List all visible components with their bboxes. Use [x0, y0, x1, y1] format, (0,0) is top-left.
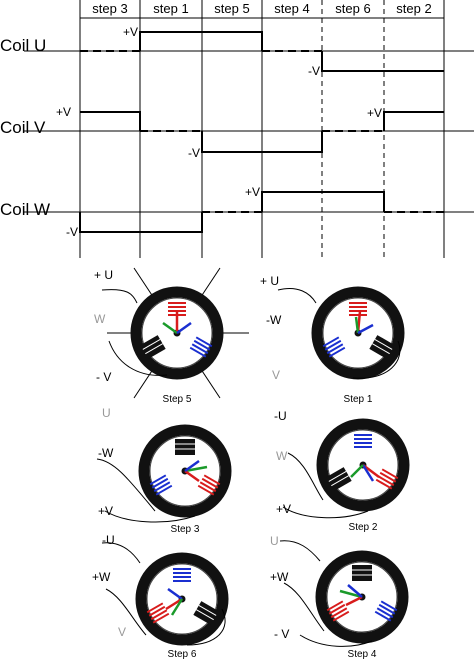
motor-step5-label-b: W — [94, 312, 106, 326]
coil-u-waveform — [80, 31, 444, 72]
motor-step6 — [101, 542, 225, 645]
coil-w-label: Coil W — [0, 200, 50, 219]
motor-step1-label-b: -W — [266, 313, 282, 327]
motor-step5 — [101, 267, 249, 399]
motor-step4 — [279, 540, 403, 647]
motor-step1 — [277, 288, 400, 378]
motor-step1-label-a: + U — [260, 274, 279, 288]
motor-step4-label-c: - V — [274, 627, 289, 641]
coil-v-label: Coil V — [0, 118, 46, 137]
coil-w-waveform — [79, 191, 444, 233]
motor-step4-label-b: +W — [270, 570, 289, 584]
coil-v-pos-level-2: +V — [367, 106, 382, 120]
coil-u-pos-level: +V — [123, 25, 138, 39]
motor-step6-label-c: V — [118, 625, 126, 639]
motor-step3-label-a: U — [102, 406, 111, 420]
step-header: step 3 — [92, 1, 127, 16]
motor-step5-caption: Step 5 — [163, 394, 192, 405]
motor-step4-label-a: U — [270, 534, 279, 548]
motor-step3-label-b: -W — [98, 446, 114, 460]
motor-step2-label-a: -U — [274, 409, 287, 423]
step-headers: step 3 step 1 step 5 step 4 step 6 step … — [92, 1, 431, 16]
motor-step2-caption: Step 2 — [349, 522, 378, 533]
motor-step3 — [96, 430, 226, 523]
motor-step3-caption: Step 3 — [171, 524, 200, 535]
coil-v-waveform — [80, 111, 444, 153]
motor-step3-label-c: +V — [98, 504, 113, 518]
step-header: step 4 — [274, 1, 309, 16]
coil-w-neg-level: -V — [66, 225, 78, 239]
step-header: step 1 — [153, 1, 188, 16]
step-header: step 6 — [335, 1, 370, 16]
motor-step6-caption: Step 6 — [168, 649, 197, 660]
step-header: step 5 — [214, 1, 249, 16]
motor-step4-caption: Step 4 — [348, 649, 377, 660]
coil-u-label: Coil U — [0, 36, 46, 55]
motor-step6-label-a: -U — [102, 533, 115, 547]
motor-step5-label-a: + U — [94, 268, 113, 282]
coil-v-pos-level: +V — [56, 105, 71, 119]
motor-step5-label-c: - V — [96, 370, 111, 384]
motor-step1-label-c: V — [272, 368, 280, 382]
motor-step2 — [282, 424, 404, 519]
motor-step2-label-b: W — [276, 449, 288, 463]
coil-w-pos-level: +V — [245, 185, 260, 199]
coil-u-neg-level: -V — [308, 64, 320, 78]
motor-step1-caption: Step 1 — [344, 394, 373, 405]
step-header: step 2 — [396, 1, 431, 16]
motor-step6-label-b: +W — [92, 570, 111, 584]
motor-step2-label-c: +V — [276, 502, 291, 516]
coil-v-neg-level: -V — [188, 146, 200, 160]
timing-grid — [24, 0, 474, 258]
